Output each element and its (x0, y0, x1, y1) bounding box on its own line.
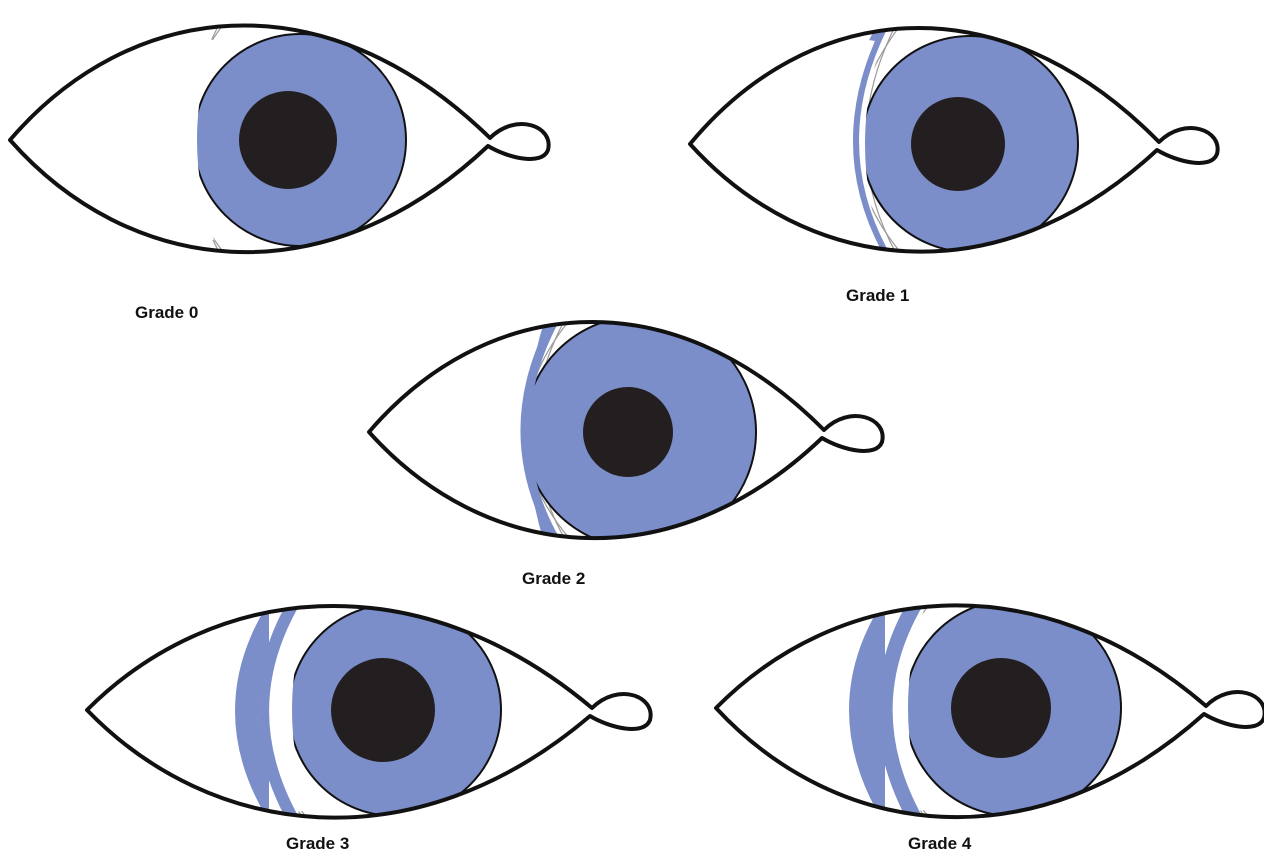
eye-grade-3-label: Grade 3 (286, 834, 349, 853)
eye-grade-4: Grade 4 (716, 588, 1264, 853)
eye-grade-1-label: Grade 1 (846, 286, 909, 305)
pupil (951, 658, 1051, 758)
eye-grade-2-illustration (369, 302, 883, 556)
eye-grade-3-illustration (87, 588, 651, 836)
eye-grade-2-label: Grade 2 (522, 569, 585, 588)
pupil (583, 387, 673, 477)
eye-grade-4-illustration (716, 588, 1264, 836)
pupil (911, 97, 1005, 191)
eye-grade-0: Grade 0 (10, 4, 549, 322)
pupil (239, 91, 337, 189)
eye-grade-1-illustration (690, 6, 1218, 270)
pupil (331, 658, 435, 762)
eye-grade-0-label: Grade 0 (135, 303, 198, 322)
eye-grade-3: Grade 3 (87, 588, 651, 853)
eye-grade-0-illustration (10, 4, 549, 272)
eye-grade-1: Grade 1 (690, 6, 1218, 305)
eye-grade-4-label: Grade 4 (908, 834, 972, 853)
eye-grade-2: Grade 2 (369, 302, 883, 588)
